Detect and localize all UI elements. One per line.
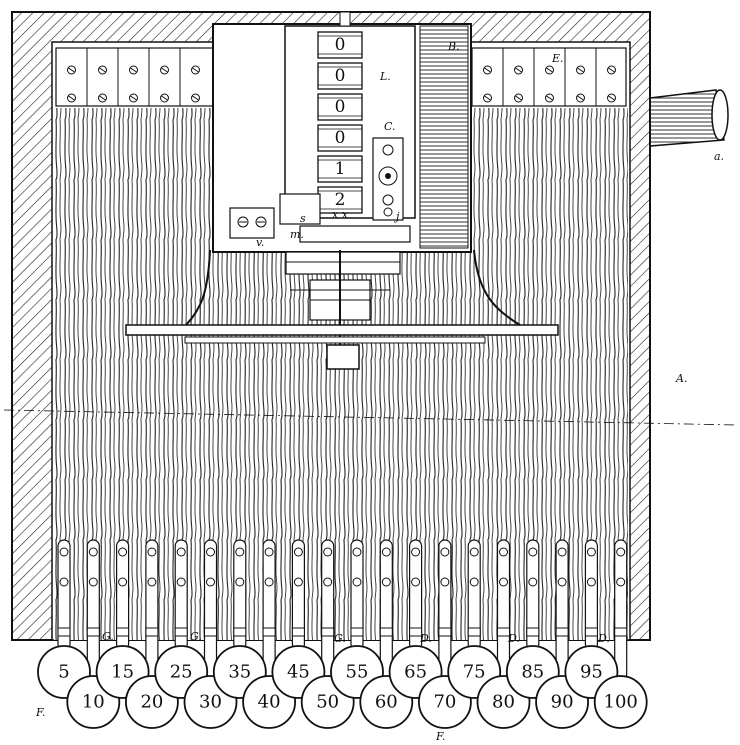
key-label: 20 (140, 692, 163, 713)
crank-handle[interactable] (649, 89, 729, 147)
key-label: 80 (492, 692, 515, 713)
key-lever[interactable] (467, 539, 481, 651)
key-lever[interactable] (262, 539, 276, 681)
label-G-2: G. (190, 630, 202, 643)
label-G-1: G. (102, 630, 114, 643)
counter-digit: 0 (335, 97, 346, 117)
key-lever[interactable] (584, 539, 599, 651)
counter-digit: 1 (335, 159, 346, 179)
label-F-center: F. (435, 730, 445, 743)
key-lever[interactable] (203, 539, 218, 681)
label-m: m. (290, 228, 304, 241)
key-label: 85 (521, 662, 544, 683)
key-label: 30 (199, 692, 222, 713)
key-lever[interactable] (350, 539, 364, 651)
key-lever[interactable] (555, 539, 569, 681)
key-label: 90 (551, 692, 574, 713)
label-E: E. (551, 52, 564, 65)
counter-digit: 0 (335, 128, 346, 148)
key-label: 50 (316, 692, 339, 713)
label-v: v. (256, 236, 264, 249)
label-j: j (393, 210, 400, 223)
key-label: 35 (228, 662, 251, 683)
key-lever[interactable] (379, 539, 393, 681)
label-L: L. (379, 70, 391, 83)
key-label: 10 (82, 692, 105, 713)
key-label: 25 (170, 662, 193, 683)
key-lever[interactable] (174, 539, 188, 651)
screw-rail-right (471, 47, 627, 107)
key-lever[interactable] (86, 539, 100, 681)
label-xx: x x (332, 208, 349, 221)
key-lever[interactable] (291, 539, 305, 651)
key-label: 5 (58, 662, 69, 683)
label-B: B. (447, 40, 460, 53)
key-label: 70 (433, 692, 456, 713)
label-C: C. (384, 120, 396, 133)
label-D-3: D. (597, 632, 610, 645)
key-lever[interactable] (233, 539, 247, 651)
cross-bar (125, 249, 559, 344)
gear-column (372, 137, 404, 221)
key-lever[interactable] (409, 539, 423, 651)
key-label: 45 (287, 662, 310, 683)
counter-digit: 2 (335, 190, 346, 210)
center-line-horizontal (3, 409, 737, 426)
label-G-3: G. (334, 632, 346, 645)
key-label: 75 (463, 662, 486, 683)
key-label: 60 (375, 692, 398, 713)
key-label: 95 (580, 662, 603, 683)
label-D-1: D. (419, 632, 432, 645)
key-label: 65 (404, 662, 427, 683)
small-plate (229, 207, 275, 239)
key-lever[interactable] (438, 539, 452, 681)
key-lever[interactable] (321, 539, 335, 681)
key-label: 100 (604, 692, 638, 713)
counter-digit: 0 (335, 66, 346, 86)
label-A: A. (675, 372, 687, 385)
key-button[interactable]: 100 (593, 675, 648, 729)
label-F-left: F. (35, 706, 45, 719)
key-lever[interactable] (614, 539, 628, 681)
label-D-2: D. (507, 632, 520, 645)
key-lever[interactable] (115, 539, 130, 651)
key-label: 55 (346, 662, 369, 683)
screw-rail-left (55, 47, 216, 107)
label-s: s (300, 212, 306, 225)
label-a: a. (714, 150, 724, 163)
counter-wheels: 0 0 0 0 1 2 (317, 31, 363, 214)
counter-digit: 0 (335, 35, 346, 55)
key-lever[interactable] (496, 539, 511, 681)
key-label: 40 (258, 692, 281, 713)
key-lever[interactable] (145, 539, 159, 681)
key-lever[interactable] (526, 539, 540, 651)
key-lever[interactable] (57, 539, 71, 651)
key-label: 15 (111, 662, 134, 683)
